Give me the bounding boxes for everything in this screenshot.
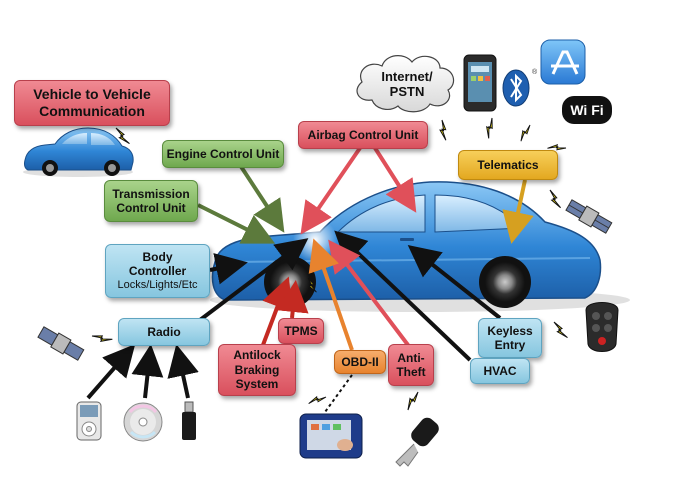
v2v-line1: Vehicle to Vehicle	[33, 86, 151, 103]
airbag-control-unit-box: Airbag Control Unit	[298, 121, 428, 149]
abs-line1: Antilock	[233, 348, 281, 363]
usb-drive-icon	[182, 401, 196, 440]
hvac-box: HVAC	[470, 358, 530, 384]
svg-text:®: ®	[532, 68, 538, 76]
satellite-icon	[37, 326, 85, 361]
antitheft-line1: Anti-	[397, 350, 425, 365]
telematics-label: Telematics	[477, 157, 539, 172]
car-icon	[210, 181, 630, 312]
engine-control-unit-box: Engine Control Unit	[162, 140, 284, 168]
body-controller-box: Body Controller Locks/Lights/Etc	[105, 244, 210, 298]
connection-arrows	[86, 146, 534, 400]
body-line1: Body	[142, 250, 173, 265]
antilock-braking-system-box: Antilock Braking System	[218, 344, 296, 396]
keyless-line2: Entry	[494, 338, 526, 352]
ipod-icon	[76, 401, 102, 441]
car-key-icon	[395, 417, 439, 467]
body-line3: Locks/Lights/Etc	[117, 278, 198, 291]
body-line2: Controller	[128, 264, 187, 279]
radio-label: Radio	[147, 324, 181, 339]
wifi-icon: Wi Fi	[562, 96, 612, 124]
anti-theft-box: Anti- Theft	[388, 344, 434, 386]
engine-label: Engine Control Unit	[166, 146, 280, 161]
airbag-label: Airbag Control Unit	[307, 127, 419, 142]
hvac-label: HVAC	[483, 363, 517, 378]
antitheft-line2: Theft	[396, 365, 426, 379]
cloud-line1: Internet/	[381, 69, 433, 84]
transmission-line2: Control Unit	[116, 201, 186, 215]
keyless-line1: Keyless	[487, 323, 533, 338]
cd-icon	[123, 402, 163, 442]
v2v-line2: Communication	[39, 103, 145, 119]
smartphone-icon	[463, 54, 497, 112]
tpms-box: TPMS	[278, 318, 324, 344]
cloud-icon	[356, 55, 455, 113]
vehicle-to-vehicle-box: Vehicle to Vehicle Communication	[14, 80, 170, 126]
obd-ii-box: OBD-II	[334, 350, 386, 374]
obd-scanner-icon	[299, 374, 363, 459]
abs-line3: System	[235, 377, 279, 392]
cloud-label: Internet/ PSTN	[372, 69, 442, 100]
transmission-line1: Transmission	[112, 186, 190, 201]
radio-box: Radio	[118, 318, 210, 346]
satellite-icon	[565, 199, 613, 234]
keyless-entry-box: Keyless Entry	[478, 318, 542, 358]
cloud-line2: PSTN	[389, 83, 425, 99]
app-store-icon	[540, 39, 586, 85]
transmission-control-unit-box: Transmission Control Unit	[104, 180, 198, 222]
wifi-label: Wi Fi	[570, 102, 603, 118]
car-key-fob-icon	[585, 302, 619, 352]
small-car-icon	[23, 127, 134, 177]
bluetooth-icon: ®	[502, 68, 538, 107]
abs-line2: Braking	[234, 362, 280, 377]
telematics-box: Telematics	[458, 150, 558, 180]
obd-label: OBD-II	[341, 354, 379, 369]
tpms-label: TPMS	[284, 323, 318, 338]
